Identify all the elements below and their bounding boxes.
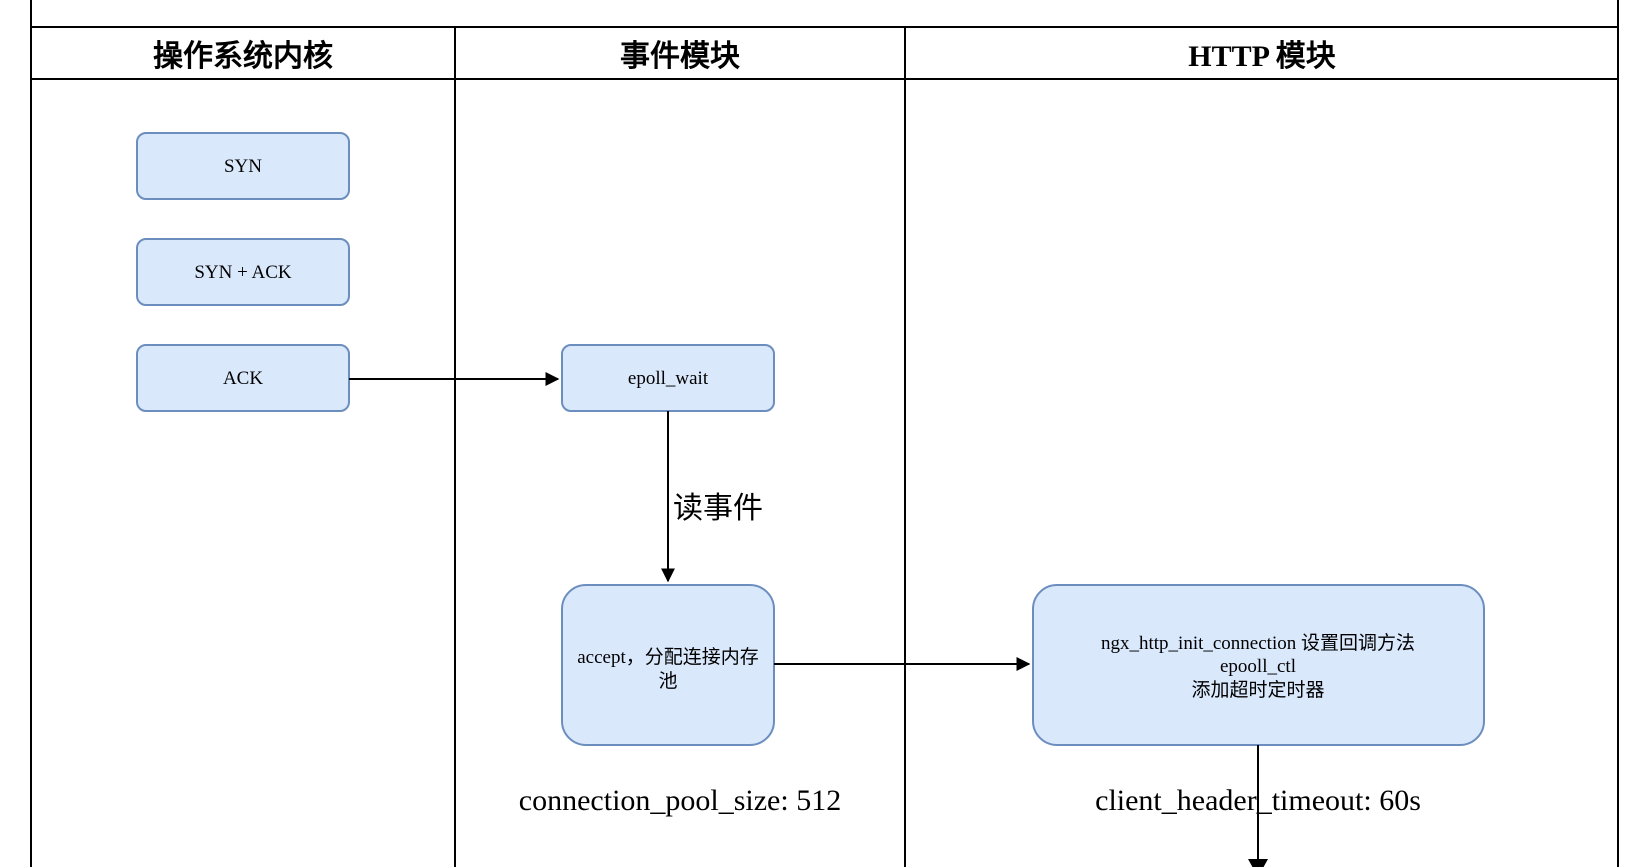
node-init-connection[interactable]: ngx_http_init_connection 设置回调方法 epooll_c… xyxy=(1032,584,1485,746)
node-epoll-wait-label: epoll_wait xyxy=(628,368,709,389)
edge-label-read-event: 读事件 xyxy=(673,492,763,525)
annotation-header-timeout: client_header_timeout: 60s xyxy=(1095,784,1421,817)
node-ack-label: ACK xyxy=(223,368,263,389)
node-accept[interactable]: accept，分配连接内存 池 xyxy=(561,584,775,746)
lane-header-kernel: 操作系统内核 xyxy=(153,39,333,73)
node-epoll-wait[interactable]: epoll_wait xyxy=(561,344,775,412)
lane-header-http: HTTP 模块 xyxy=(1188,40,1336,73)
node-syn-ack-label: SYN + ACK xyxy=(194,262,292,283)
node-syn[interactable]: SYN xyxy=(136,132,350,200)
arrowhead-down xyxy=(1248,859,1268,867)
node-init-connection-line-1: ngx_http_init_connection 设置回调方法 xyxy=(1101,632,1415,654)
node-accept-line-1: accept，分配连接内存 xyxy=(577,646,759,668)
node-init-connection-line-2: epooll_ctl xyxy=(1220,656,1296,677)
node-ack[interactable]: ACK xyxy=(136,344,350,412)
node-init-connection-line-3: 添加超时定时器 xyxy=(1191,679,1324,701)
lane-header-event: 事件模块 xyxy=(620,40,740,73)
pool-frame xyxy=(30,0,1619,867)
annotation-pool-size: connection_pool_size: 512 xyxy=(519,784,841,817)
node-syn-ack[interactable]: SYN + ACK xyxy=(136,238,350,306)
node-syn-label: SYN xyxy=(224,156,262,177)
node-accept-line-2: 池 xyxy=(658,670,677,692)
